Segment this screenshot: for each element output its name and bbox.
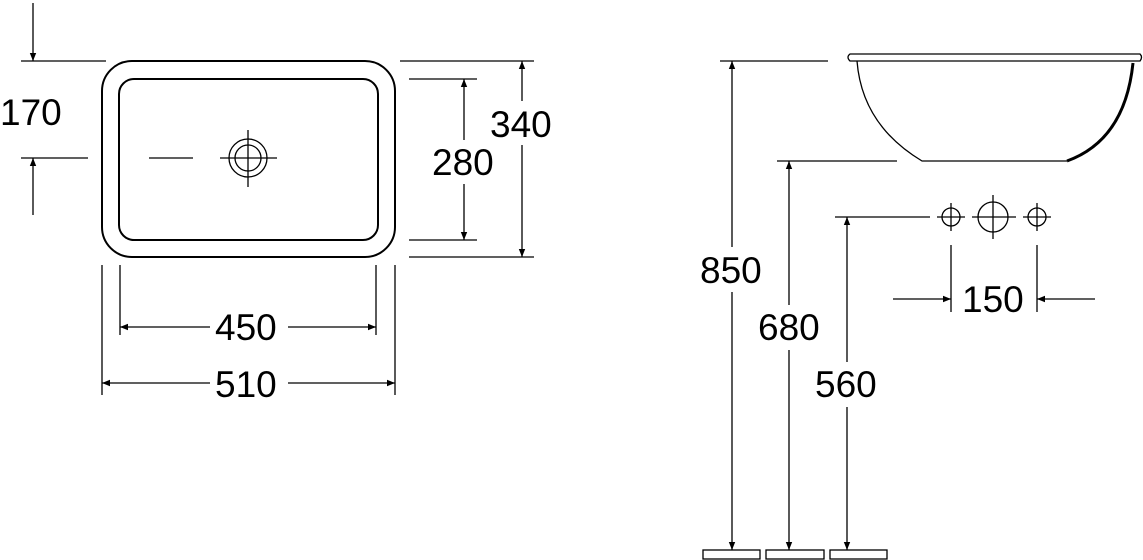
dim-label-150: 150 [962, 279, 1024, 320]
dimension-560: 560 [815, 216, 930, 550]
floor-block [702, 549, 761, 560]
floor-blocks [702, 549, 888, 560]
tap-hole-center-icon [972, 195, 1016, 239]
dimension-450: 450 [119, 265, 377, 348]
dimension-280: 280 [409, 78, 494, 241]
side-view: 850 680 560 [700, 53, 1143, 560]
floor-block [765, 549, 825, 560]
dimension-150: 150 [893, 245, 1095, 320]
basin-bowl-profile [856, 60, 1067, 162]
basin-rim [847, 53, 1143, 62]
dimension-340: 340 [400, 60, 552, 258]
dim-label-560: 560 [815, 364, 877, 405]
dim-label-680: 680 [758, 307, 820, 348]
floor-block [829, 549, 888, 560]
dim-label-850: 850 [700, 250, 762, 291]
dimension-850: 850 [700, 60, 828, 550]
tap-hole-right-icon [1023, 203, 1051, 231]
dimension-680: 680 [758, 160, 897, 550]
dim-label-510: 510 [215, 364, 277, 405]
basin-bowl-shadow [1066, 62, 1135, 163]
basin-outer-outline [101, 60, 396, 258]
tap-hole-left-icon [937, 203, 965, 231]
dim-label-170: 170 [0, 92, 62, 133]
drain-icon [149, 130, 277, 187]
top-view: 170 280 340 450 510 [0, 3, 552, 405]
dim-label-450: 450 [215, 307, 277, 348]
dim-label-280: 280 [432, 142, 494, 183]
dim-label-340: 340 [490, 104, 552, 145]
basin-inner-outline [118, 78, 379, 241]
dimension-510: 510 [101, 265, 396, 405]
dimension-170: 170 [0, 3, 106, 215]
tap-holes [937, 195, 1051, 239]
